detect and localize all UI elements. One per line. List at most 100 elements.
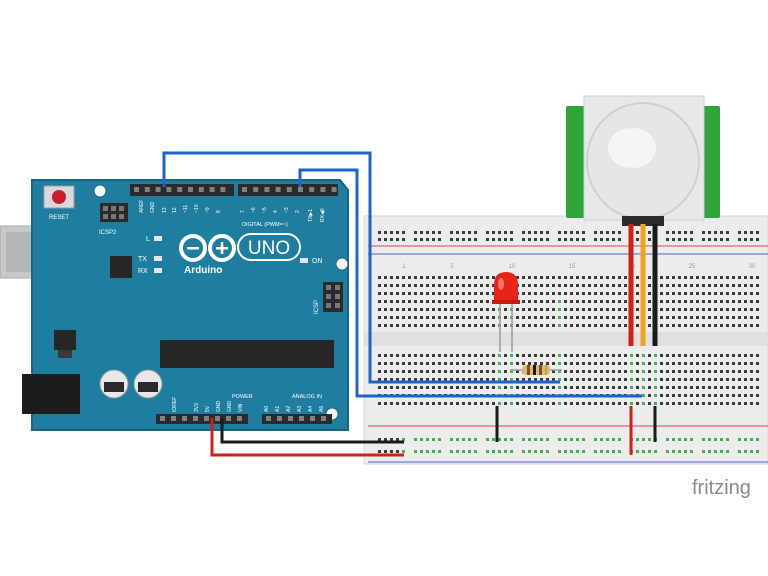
breadboard-hole <box>486 378 489 381</box>
breadboard-hole <box>648 324 651 327</box>
breadboard-hole <box>708 231 711 234</box>
wires <box>162 151 657 457</box>
breadboard-hole <box>564 276 567 279</box>
breadboard-hole <box>714 370 717 373</box>
breadboard-hole <box>384 378 387 381</box>
breadboard-hole <box>540 300 543 303</box>
breadboard-hole <box>492 316 495 319</box>
breadboard-hole <box>588 362 591 365</box>
breadboard-hole <box>714 238 717 241</box>
resistor-band <box>539 365 542 375</box>
breadboard-hole <box>588 284 591 287</box>
breadboard-hole <box>654 402 657 405</box>
breadboard-hole <box>426 386 429 389</box>
breadboard-hole <box>666 370 669 373</box>
breadboard-hole <box>738 292 741 295</box>
breadboard-hole <box>696 324 699 327</box>
breadboard-hole <box>486 300 489 303</box>
breadboard-hole <box>558 362 561 365</box>
breadboard-hole <box>468 450 471 453</box>
breadboard-hole <box>444 316 447 319</box>
breadboard-hole <box>642 370 645 373</box>
breadboard-hole <box>378 284 381 287</box>
breadboard-hole <box>396 370 399 373</box>
mounting-hole <box>93 184 107 198</box>
breadboard-hole <box>678 300 681 303</box>
breadboard-hole <box>684 316 687 319</box>
breadboard-hole <box>480 276 483 279</box>
capacitor-band <box>138 382 158 392</box>
breadboard-hole <box>702 292 705 295</box>
pin-socket <box>331 187 337 192</box>
breadboard-hole <box>402 300 405 303</box>
breadboard-hole <box>564 316 567 319</box>
breadboard-hole <box>678 324 681 327</box>
breadboard-hole <box>618 450 621 453</box>
breadboard-hole <box>576 450 579 453</box>
breadboard-hole <box>618 354 621 357</box>
breadboard-hole <box>426 370 429 373</box>
breadboard-hole <box>396 238 399 241</box>
breadboard-hole <box>606 292 609 295</box>
breadboard-hole <box>486 231 489 234</box>
breadboard-hole <box>408 324 411 327</box>
breadboard-hole <box>672 276 675 279</box>
breadboard-hole <box>600 276 603 279</box>
breadboard-center-channel <box>364 332 768 346</box>
breadboard-hole <box>636 292 639 295</box>
breadboard-hole <box>654 370 657 373</box>
breadboard-hole <box>456 386 459 389</box>
breadboard-hole <box>720 284 723 287</box>
breadboard-hole <box>756 402 759 405</box>
breadboard-hole <box>528 308 531 311</box>
power-label: POWER <box>232 394 253 400</box>
led-l-label: L <box>146 236 150 243</box>
breadboard-hole <box>720 238 723 241</box>
breadboard-hole <box>756 316 759 319</box>
breadboard-hole <box>570 402 573 405</box>
breadboard-hole <box>486 402 489 405</box>
breadboard-hole <box>588 292 591 295</box>
breadboard-hole <box>726 276 729 279</box>
breadboard-hole <box>672 450 675 453</box>
breadboard-hole <box>498 370 501 373</box>
breadboard-hole <box>492 292 495 295</box>
breadboard-hole <box>546 362 549 365</box>
breadboard-hole <box>474 276 477 279</box>
breadboard-hole <box>720 402 723 405</box>
breadboard-hole <box>438 308 441 311</box>
breadboard-hole <box>744 284 747 287</box>
breadboard-hole <box>396 284 399 287</box>
breadboard-hole <box>738 354 741 357</box>
breadboard-hole <box>534 438 537 441</box>
breadboard-hole <box>438 276 441 279</box>
breadboard-hole <box>462 284 465 287</box>
breadboard-hole <box>474 300 477 303</box>
breadboard-hole <box>432 284 435 287</box>
breadboard-hole <box>420 316 423 319</box>
breadboard-hole <box>570 354 573 357</box>
breadboard-hole <box>552 284 555 287</box>
breadboard-hole <box>426 292 429 295</box>
pin-socket <box>266 416 271 421</box>
breadboard-hole <box>444 284 447 287</box>
breadboard-hole <box>558 300 561 303</box>
breadboard-hole <box>558 324 561 327</box>
analog-pin-labels: A0 A1 A2 A3 A4 A5 <box>264 406 325 412</box>
breadboard-hole <box>414 238 417 241</box>
breadboard-hole <box>558 438 561 441</box>
breadboard-hole <box>738 238 741 241</box>
breadboard-hole <box>582 284 585 287</box>
breadboard-hole <box>378 308 381 311</box>
breadboard-hole <box>708 370 711 373</box>
breadboard-hole <box>636 370 639 373</box>
breadboard-hole <box>690 324 693 327</box>
breadboard-hole <box>534 308 537 311</box>
breadboard-hole <box>678 308 681 311</box>
breadboard-hole <box>468 300 471 303</box>
breadboard-hole <box>624 292 627 295</box>
breadboard-hole <box>624 386 627 389</box>
breadboard-hole <box>588 370 591 373</box>
breadboard-hole <box>678 438 681 441</box>
breadboard-hole <box>552 402 555 405</box>
